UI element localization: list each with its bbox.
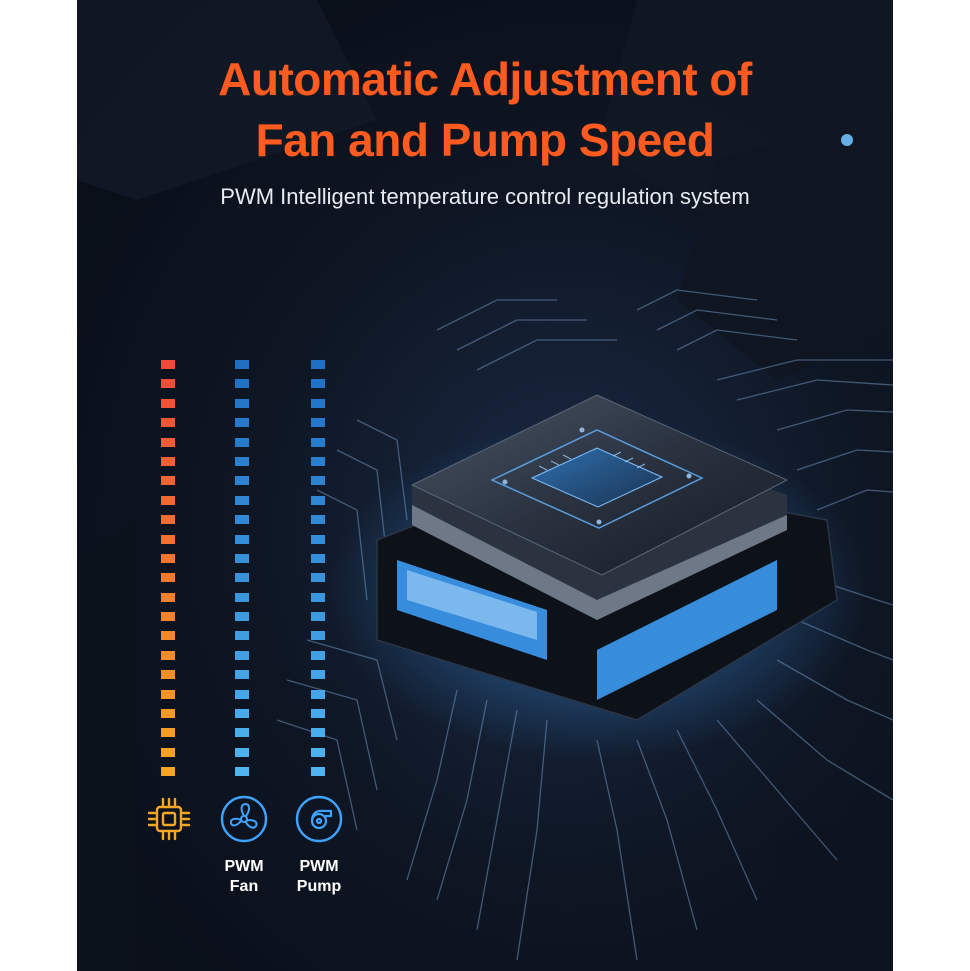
- meter-segment: [161, 360, 175, 369]
- meter-segment: [235, 534, 249, 544]
- meter-segment: [235, 767, 249, 777]
- meter-segment: [235, 631, 249, 641]
- meter-segment: [235, 553, 249, 563]
- meter-segment: [161, 398, 175, 408]
- headline-line-2: Fan and Pump Speed: [255, 114, 715, 166]
- meter-segment: [311, 398, 325, 408]
- meter-segment: [161, 612, 175, 622]
- meter-segment: [311, 515, 325, 525]
- meter-segment: [311, 631, 325, 641]
- meter-segment: [311, 360, 325, 369]
- meter-segment: [311, 456, 325, 466]
- pwm-fan-label: PWM Fan: [199, 857, 289, 897]
- meter-segment: [311, 747, 325, 757]
- meter-segment: [161, 767, 175, 777]
- meter-segment: [235, 650, 249, 660]
- pwm-pump-meter: [311, 360, 327, 787]
- meter-segment: [235, 592, 249, 602]
- meter-segment: [235, 418, 249, 428]
- pwm-pump-label-line-2: Pump: [296, 878, 342, 895]
- meter-segment: [235, 437, 249, 447]
- meter-segment: [161, 476, 175, 486]
- cpu-chip-illustration: [77, 0, 893, 971]
- meter-segment: [161, 379, 175, 389]
- meter-segment: [161, 534, 175, 544]
- meter-segment: [311, 592, 325, 602]
- cpu-temperature-meter: [161, 360, 177, 787]
- meter-segment: [311, 476, 325, 486]
- meter-segment: [311, 709, 325, 719]
- meter-segment: [235, 709, 249, 719]
- meter-segment: [161, 515, 175, 525]
- meter-segment: [311, 573, 325, 583]
- meter-segment: [235, 495, 249, 505]
- meter-segment: [311, 689, 325, 699]
- meter-segment: [235, 398, 249, 408]
- hero-panel: Automatic Adjustment of Fan and Pump Spe…: [77, 0, 893, 971]
- headline-line-1: Automatic Adjustment of: [218, 53, 752, 105]
- meter-segment: [311, 612, 325, 622]
- meter-segment: [161, 670, 175, 680]
- pump-icon: [295, 795, 343, 843]
- meter-segment: [311, 437, 325, 447]
- meter-segment: [311, 650, 325, 660]
- meter-segment: [311, 728, 325, 738]
- meter-segment: [161, 689, 175, 699]
- meter-segment: [311, 767, 325, 777]
- meter-segment: [235, 670, 249, 680]
- pwm-fan-meter: [235, 360, 251, 787]
- meter-segment: [311, 379, 325, 389]
- meter-segment: [235, 456, 249, 466]
- meter-segment: [235, 515, 249, 525]
- meter-segment: [311, 553, 325, 563]
- meter-segment: [235, 728, 249, 738]
- meter-segment: [235, 747, 249, 757]
- meter-segment: [235, 476, 249, 486]
- meter-segment: [161, 709, 175, 719]
- cpu-chip-icon: [147, 797, 191, 841]
- pwm-fan-label-line-1: PWM: [224, 858, 264, 875]
- meter-segment: [161, 418, 175, 428]
- meter-segment: [311, 418, 325, 428]
- meter-segment: [161, 747, 175, 757]
- meter-segment: [161, 456, 175, 466]
- pwm-pump-label-line-1: PWM: [299, 858, 339, 875]
- meter-segment: [311, 670, 325, 680]
- meter-segment: [235, 360, 249, 369]
- pwm-pump-label: PWM Pump: [274, 857, 364, 897]
- meter-segment: [161, 437, 175, 447]
- meter-segment: [311, 534, 325, 544]
- meter-segment: [161, 728, 175, 738]
- meter-segment: [235, 689, 249, 699]
- fan-icon: [220, 795, 268, 843]
- pwm-fan-label-line-2: Fan: [229, 878, 259, 895]
- meter-segment: [235, 379, 249, 389]
- meter-segment: [235, 612, 249, 622]
- meter-segment: [161, 650, 175, 660]
- meter-segment: [235, 573, 249, 583]
- meter-segment: [161, 592, 175, 602]
- subtitle: PWM Intelligent temperature control regu…: [220, 184, 750, 209]
- meter-segment: [311, 495, 325, 505]
- meter-segment: [161, 631, 175, 641]
- meter-segment: [161, 573, 175, 583]
- meter-segment: [161, 495, 175, 505]
- meter-segment: [161, 553, 175, 563]
